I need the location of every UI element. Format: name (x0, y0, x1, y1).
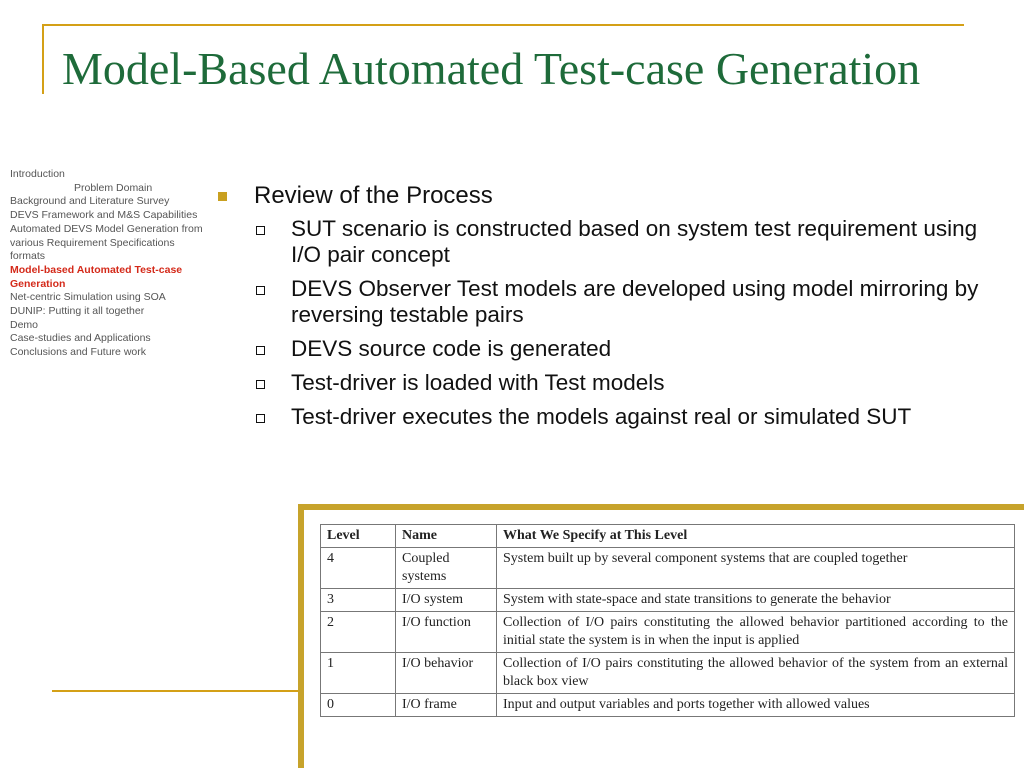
list-item-text: Test-driver executes the models against … (291, 404, 912, 429)
table-row: 4 Coupled systems System built up by sev… (320, 547, 1015, 589)
sidebar-item-introduction: Introduction (10, 168, 65, 180)
hollow-square-bullet-icon (256, 380, 265, 389)
table-row: 2 I/O function Collection of I/O pairs c… (320, 611, 1015, 653)
sidebar-item-background: Background and Literature Survey (10, 195, 170, 208)
sidebar-item-case-studies: Case-studies and Applications (10, 332, 151, 345)
outline-sidebar: Introduction Problem Domain Background a… (10, 168, 210, 360)
cell-name: I/O system (395, 588, 497, 612)
cell-name: I/O frame (395, 693, 497, 717)
levels-table: Level Name What We Specify at This Level… (320, 524, 1015, 717)
header-specification: What We Specify at This Level (496, 524, 1015, 548)
sidebar-item-demo: Demo (10, 318, 39, 331)
table-row: 1 I/O behavior Collection of I/O pairs c… (320, 652, 1015, 694)
list-item-text: DEVS source code is generated (291, 336, 612, 361)
list-item: Test-driver executes the models against … (216, 404, 1006, 430)
cell-description: System built up by several component sys… (496, 547, 1015, 589)
table-row: 3 I/O system System with state-space and… (320, 588, 1015, 612)
table-panel: Level Name What We Specify at This Level… (304, 510, 1024, 768)
bullet-review-process: Review of the Process (216, 182, 1006, 210)
sub-bullet-list: SUT scenario is constructed based on sys… (216, 216, 1006, 430)
content-area: Review of the Process SUT scenario is co… (216, 182, 1006, 438)
cell-description: Collection of I/O pairs constituting the… (496, 652, 1015, 694)
cell-level: 4 (320, 547, 396, 589)
list-item-text: DEVS Observer Test models are developed … (291, 276, 979, 327)
top-accent-line (42, 24, 964, 26)
sidebar-item-problem-domain: Problem Domain (74, 181, 153, 194)
hollow-square-bullet-icon (256, 286, 265, 295)
cell-name: Coupled systems (395, 547, 497, 589)
left-accent-line (42, 24, 44, 94)
header-name: Name (395, 524, 497, 548)
slide-title: Model-Based Automated Test-case Generati… (62, 43, 921, 94)
list-item: DEVS source code is generated (216, 336, 1006, 362)
list-item-text: SUT scenario is constructed based on sys… (291, 216, 978, 267)
cell-level: 3 (320, 588, 396, 612)
cell-level: 0 (320, 693, 396, 717)
sidebar-item-conclusions: Conclusions and Future work (10, 346, 146, 359)
sidebar-item-dunip: DUNIP: Putting it all together (10, 305, 145, 318)
table-header-row: Level Name What We Specify at This Level (320, 524, 1015, 548)
sidebar-item-model-generation: Automated DEVS Model Generation from var… (10, 222, 203, 263)
bottom-accent-line (52, 690, 304, 692)
hollow-square-bullet-icon (256, 414, 265, 423)
sidebar-item-net-centric: Net-centric Simulation using SOA (10, 291, 166, 304)
list-item-text: Test-driver is loaded with Test models (291, 370, 665, 395)
cell-level: 2 (320, 611, 396, 653)
sidebar-item-devs-framework: DEVS Framework and M&S Capabilities (10, 209, 198, 222)
cell-name: I/O behavior (395, 652, 497, 694)
hollow-square-bullet-icon (256, 346, 265, 355)
bullet-heading: Review of the Process (254, 182, 493, 209)
table-frame: Level Name What We Specify at This Level… (298, 504, 1024, 768)
cell-description: System with state-space and state transi… (496, 588, 1015, 612)
hollow-square-bullet-icon (256, 226, 265, 235)
table-row: 0 I/O frame Input and output variables a… (320, 693, 1015, 717)
cell-description: Input and output variables and ports tog… (496, 693, 1015, 717)
list-item: Test-driver is loaded with Test models (216, 370, 1006, 396)
square-bullet-icon (218, 192, 227, 201)
sidebar-item-test-case-generation: Model-based Automated Test-case Generati… (10, 263, 183, 290)
header-level: Level (320, 524, 396, 548)
cell-level: 1 (320, 652, 396, 694)
list-item: DEVS Observer Test models are developed … (216, 276, 1006, 328)
cell-description: Collection of I/O pairs constituting the… (496, 611, 1015, 653)
list-item: SUT scenario is constructed based on sys… (216, 216, 1006, 268)
cell-name: I/O function (395, 611, 497, 653)
